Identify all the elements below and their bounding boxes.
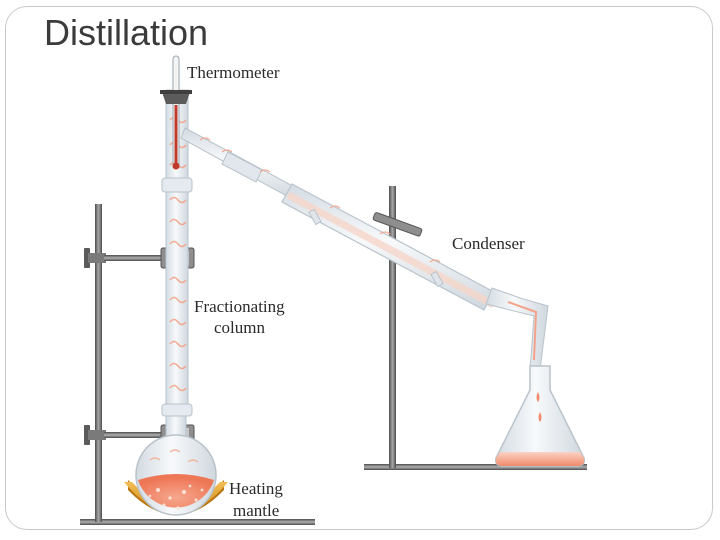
bubbles: [148, 484, 204, 510]
stopper: [162, 92, 190, 104]
label-thermometer: Thermometer: [187, 63, 280, 82]
receiving-flask: [494, 365, 586, 467]
stand-rod-left: [95, 204, 102, 522]
slide-title: Distillation: [44, 12, 209, 53]
round-bottom-flask: [135, 409, 217, 516]
slide-frame: [5, 6, 713, 530]
label-heating-line1: Heating: [229, 479, 283, 498]
label-fractionating-line1: Fractionating: [194, 297, 285, 316]
stand-base-right: [364, 464, 587, 470]
label-fractionating-line2: column: [214, 318, 265, 337]
column-packing: [169, 116, 187, 392]
distillate: [495, 452, 585, 466]
stand-base-left: [80, 519, 315, 525]
label-condenser: Condenser: [452, 234, 525, 253]
fractionating-column: [161, 89, 193, 417]
label-heating-line2: mantle: [233, 501, 279, 520]
thermometer: [160, 55, 192, 170]
condenser-assembly: [180, 127, 549, 371]
stand-rod-right: [389, 186, 396, 468]
